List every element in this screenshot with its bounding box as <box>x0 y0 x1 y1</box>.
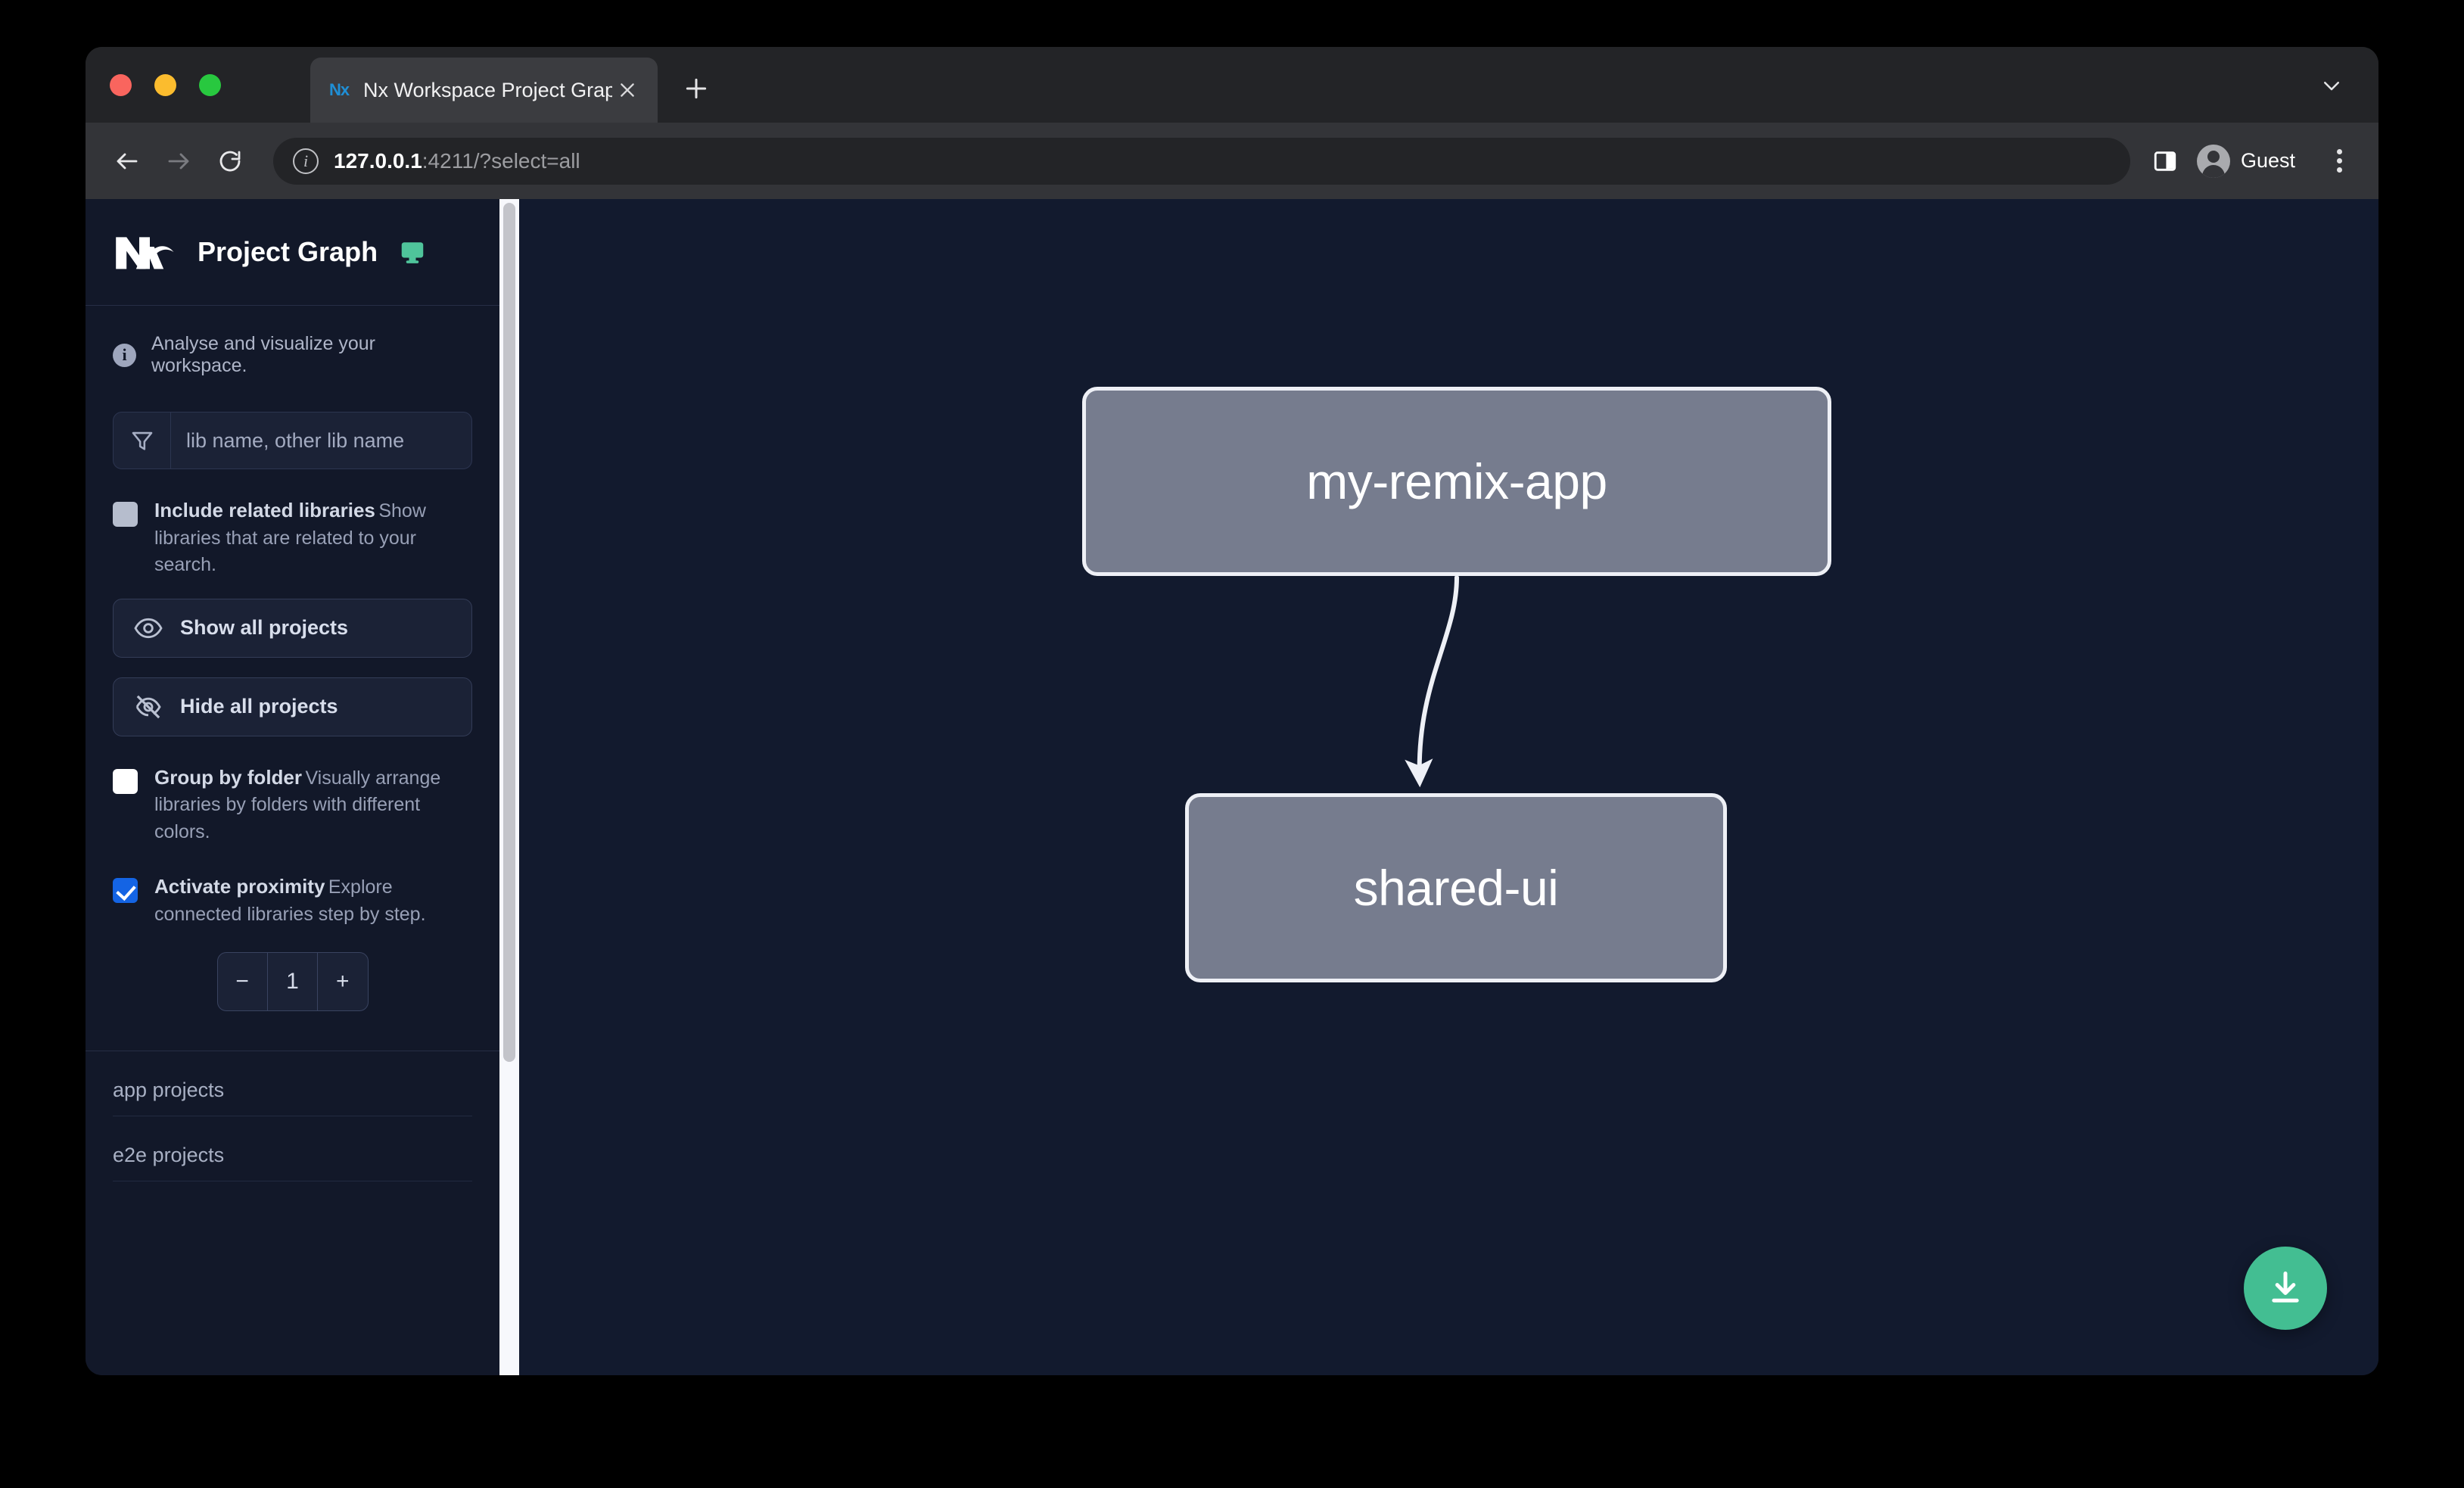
maximize-window-button[interactable] <box>199 74 221 96</box>
profile-chip[interactable]: Guest <box>2191 138 2313 185</box>
checkbox-label: Activate proximity <box>154 875 325 898</box>
arrow-left-icon[interactable] <box>105 139 149 183</box>
download-button[interactable] <box>2244 1247 2327 1330</box>
section-header-e2e-projects[interactable]: e2e projects <box>113 1116 472 1181</box>
project-lists: app projects e2e projects <box>86 1051 499 1181</box>
checkbox-indicator[interactable] <box>113 502 138 527</box>
show-all-projects-button[interactable]: Show all projects <box>113 598 472 658</box>
minimize-window-button[interactable] <box>154 74 176 96</box>
eye-slash-icon <box>133 692 163 722</box>
close-icon[interactable] <box>612 75 642 105</box>
profile-name: Guest <box>2240 149 2295 172</box>
address-bar-url: 127.0.0.1:4211/?select=all <box>334 149 580 173</box>
tab-strip: Nx Nx Workspace Project Graph <box>86 47 2378 123</box>
url-host: 127.0.0.1 <box>334 148 422 173</box>
page-viewport: Project Graph i Analyse and visualize yo… <box>86 199 2378 1375</box>
section-header-app-projects[interactable]: app projects <box>113 1051 472 1116</box>
toolbar-right-actions: Guest <box>2145 138 2359 185</box>
reload-icon[interactable] <box>208 139 252 183</box>
sidebar-scrollbar-thumb[interactable] <box>503 203 515 1062</box>
checkbox-description: Show libraries that are related to your … <box>154 500 426 575</box>
sidebar-scrollbar-track[interactable] <box>499 199 519 1375</box>
checkbox-indicator[interactable] <box>113 878 138 903</box>
checkbox-label: Group by folder <box>154 765 302 789</box>
nx-favicon-icon: Nx <box>328 80 350 99</box>
edge-my-remix-app-to-shared-ui <box>1405 575 1459 788</box>
eye-icon <box>133 613 163 643</box>
search-input[interactable] <box>171 412 471 469</box>
graph-edges <box>1405 575 1459 788</box>
download-icon <box>2272 1272 2299 1303</box>
nx-logo-icon <box>113 231 176 273</box>
checkbox-group-by-folder[interactable]: Group by folder Visually arrange librari… <box>113 765 472 846</box>
tab-title: Nx Workspace Project Graph <box>363 78 612 101</box>
checkbox-indicator[interactable] <box>113 768 138 794</box>
chevron-down-icon[interactable] <box>2316 74 2347 97</box>
close-window-button[interactable] <box>110 74 132 96</box>
monitor-icon[interactable] <box>399 238 426 266</box>
side-panel-icon[interactable] <box>2145 142 2185 181</box>
page-title: Project Graph <box>198 236 378 267</box>
info-circle-icon[interactable]: i <box>293 148 319 174</box>
search-filter[interactable] <box>113 412 472 469</box>
sidebar-controls: Include related libraries Show libraries… <box>86 377 499 1011</box>
address-bar[interactable]: i 127.0.0.1:4211/?select=all <box>273 137 2130 185</box>
checkbox-description: Explore connected libraries step by step… <box>154 876 426 925</box>
new-tab-button[interactable] <box>676 68 717 109</box>
stepper-value: 1 <box>266 953 319 1010</box>
kebab-menu-icon[interactable] <box>2319 140 2359 182</box>
project-graph-canvas[interactable]: my-remix-app shared-ui <box>519 199 2378 1375</box>
hide-all-projects-button[interactable]: Hide all projects <box>113 677 472 736</box>
spacer <box>86 1011 499 1051</box>
browser-window: Nx Nx Workspace Project Graph <box>86 47 2378 1375</box>
checkbox-include-related-libraries[interactable]: Include related libraries Show libraries… <box>113 498 472 579</box>
window-traffic-lights <box>110 74 221 96</box>
sidebar-divider <box>86 305 499 306</box>
hide-all-projects-label: Hide all projects <box>180 695 338 718</box>
checkbox-activate-proximity[interactable]: Activate proximity Explore connected lib… <box>113 874 472 928</box>
browser-toolbar: i 127.0.0.1:4211/?select=all Guest <box>86 123 2378 199</box>
sidebar-header: Project Graph <box>86 199 499 305</box>
info-icon: i <box>113 343 136 367</box>
tagline: i Analyse and visualize your workspace. <box>86 306 499 377</box>
browser-tab[interactable]: Nx Nx Workspace Project Graph <box>310 58 658 123</box>
checkbox-label: Include related libraries <box>154 499 375 521</box>
graph-node[interactable]: shared-ui <box>1185 793 1727 982</box>
tagline-text: Analyse and visualize your workspace. <box>151 333 375 376</box>
checkbox-description: Visually arrange libraries by folders wi… <box>154 767 441 842</box>
sidebar: Project Graph i Analyse and visualize yo… <box>86 199 499 1375</box>
proximity-stepper[interactable]: − 1 + <box>216 952 369 1011</box>
filter-funnel-icon <box>114 412 171 469</box>
stepper-increment-button[interactable]: + <box>336 969 350 994</box>
arrow-right-icon[interactable] <box>157 139 201 183</box>
url-path: :4211/?select=all <box>422 148 580 173</box>
stepper-decrement-button[interactable]: − <box>235 969 249 994</box>
show-all-projects-label: Show all projects <box>180 616 349 639</box>
graph-node[interactable]: my-remix-app <box>1082 387 1831 576</box>
avatar-icon <box>2196 144 2230 178</box>
